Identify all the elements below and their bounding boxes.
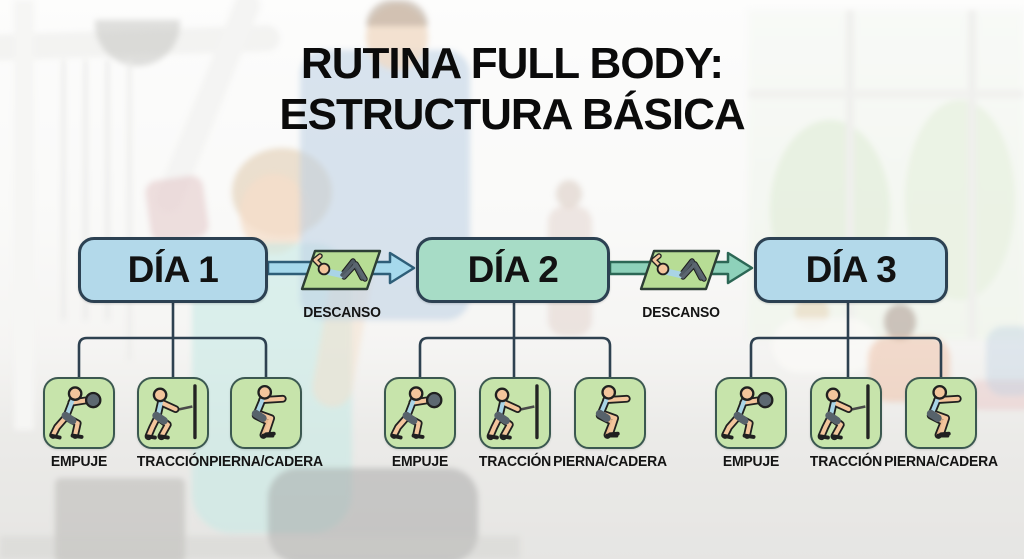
cable-pull-icon: [815, 382, 877, 444]
bg-window-mullion-v1: [846, 10, 854, 340]
day1-squat-tile: [230, 377, 302, 449]
day2-squat-label: PIERNA/CADERA: [553, 453, 667, 470]
rest-mat-icon: [638, 248, 722, 292]
bg-window-mullion-h: [748, 90, 1024, 98]
bg-machine-cable-1: [62, 60, 65, 320]
bg-weight-stack: [55, 478, 185, 559]
bg-machine-cable-3: [106, 60, 109, 320]
bg-machine-cable-2: [84, 60, 87, 320]
rest-mat-icon: [299, 248, 383, 292]
bg-woman-leggings: [268, 468, 478, 559]
day-2-node: DÍA 2: [416, 237, 610, 303]
bg-pink-mat: [968, 380, 1024, 410]
day1-squat-label: PIERNA/CADERA: [209, 453, 323, 470]
page-title: RUTINA FULL BODY: ESTRUCTURA BÁSICA: [12, 38, 1012, 140]
bg-man2-head: [884, 304, 916, 340]
day-3-node: DÍA 3: [754, 237, 948, 303]
day2-push-tile: [384, 377, 456, 449]
cable-pull-icon: [484, 382, 546, 444]
bg-person-mid-head: [556, 180, 582, 208]
day2-pull-tile: [479, 377, 551, 449]
day-1-label: DÍA 1: [127, 249, 219, 290]
bg-machine-cable-4: [128, 60, 131, 360]
day2-pull-label: TRACCIÓN: [478, 453, 552, 470]
bg-person-right-edge: [986, 326, 1024, 396]
day1-push-tile: [43, 377, 115, 449]
bg-window-mullion-v2: [968, 10, 976, 340]
day1-pull-label: TRACCIÓN: [136, 453, 210, 470]
day3-pull-tile: [810, 377, 882, 449]
day3-push-label: EMPUJE: [722, 453, 780, 470]
day3-squat-tile: [905, 377, 977, 449]
title-line-1: RUTINA FULL BODY:: [300, 39, 724, 88]
cable-pull-icon: [142, 382, 204, 444]
rest-label-1: DESCANSO: [303, 304, 381, 321]
push-ball-icon: [48, 382, 110, 444]
day-1-node: DÍA 1: [78, 237, 268, 303]
day-3-label: DÍA 3: [805, 249, 897, 290]
push-ball-icon: [389, 382, 451, 444]
day3-squat-label: PIERNA/CADERA: [884, 453, 998, 470]
push-ball-icon: [720, 382, 782, 444]
bg-floor-shadow: [0, 536, 520, 559]
title-line-2: ESTRUCTURA BÁSICA: [279, 90, 745, 139]
bg-machine-left-frame: [14, 0, 34, 430]
rest-label-2: DESCANSO: [642, 304, 720, 321]
day-2-label: DÍA 2: [467, 249, 559, 290]
day3-push-tile: [715, 377, 787, 449]
day1-pull-tile: [137, 377, 209, 449]
day3-pull-label: TRACCIÓN: [809, 453, 883, 470]
day2-squat-tile: [574, 377, 646, 449]
day2-push-label: EMPUJE: [391, 453, 449, 470]
squat-icon: [579, 382, 641, 444]
squat-icon: [910, 382, 972, 444]
squat-icon: [235, 382, 297, 444]
day1-push-label: EMPUJE: [50, 453, 108, 470]
bg-man-hair: [366, 0, 428, 26]
